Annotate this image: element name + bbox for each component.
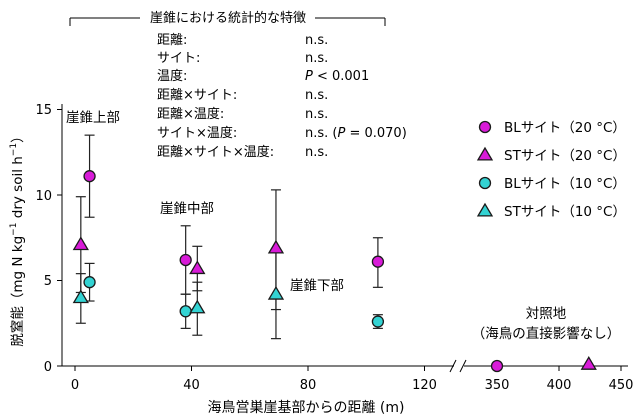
circle-point xyxy=(83,276,96,289)
x-tick-label: 80 xyxy=(300,378,317,393)
triangle-point xyxy=(72,289,89,304)
y-tick-label: 15 xyxy=(35,103,52,118)
y-tick-label: 10 xyxy=(35,189,52,204)
axis-break-mark xyxy=(449,359,457,373)
stats-factor: 距離: xyxy=(157,33,187,48)
x-tick-label: 450 xyxy=(609,378,634,393)
circle-point xyxy=(179,305,192,318)
triangle-point xyxy=(267,285,285,300)
annotation-lower: 崖錐下部 xyxy=(290,278,344,294)
stats-bracket xyxy=(69,8,386,26)
legend-label: STサイト（20 °C） xyxy=(504,148,626,164)
stats-factor: 距離×サイト×温度: xyxy=(157,144,274,160)
triangle-point xyxy=(72,236,89,251)
annotation-upper: 崖錐上部 xyxy=(66,110,120,126)
stats-result: n.s. xyxy=(305,51,328,66)
axis-break-mark xyxy=(459,359,467,373)
tick-labels: 0 5 10 15 0 40 80 120 350 400 450 xyxy=(35,103,633,393)
circle-point xyxy=(371,315,385,328)
stats-table: 距離: n.s. サイト: n.s. 温度: P < 0.001 距離×サイト:… xyxy=(157,33,407,160)
x-tick-label: 350 xyxy=(485,378,510,393)
circle-point xyxy=(83,170,96,183)
x-tick-label: 0 xyxy=(71,378,79,393)
triangle-point xyxy=(580,356,597,370)
stats-factor: 距離×温度: xyxy=(157,106,224,122)
annotation-control: 対照地 xyxy=(526,306,567,322)
circle-point xyxy=(371,255,385,268)
y-tick-label: 0 xyxy=(44,360,52,375)
legend-label: BLサイト（10 °C） xyxy=(504,176,626,192)
stats-result: n.s. xyxy=(305,145,328,160)
circle-point xyxy=(490,359,504,373)
x-axis-title: 海鳥営巣崖基部からの距離 (m) xyxy=(207,399,404,416)
data-markers xyxy=(72,170,597,373)
y-tick-label: 5 xyxy=(44,274,52,289)
y-axis-title: 脱窒能（mg N kg−1 dry soil h−1） xyxy=(9,129,26,346)
legend-marker xyxy=(478,120,492,134)
legend-label: BLサイト（20 °C） xyxy=(504,120,626,136)
circle-point xyxy=(179,253,192,267)
stats-result: n.s. xyxy=(305,107,328,122)
stats-factor: 距離×サイト: xyxy=(157,88,237,103)
error-bars xyxy=(75,134,383,340)
stats-factor: 温度: xyxy=(157,68,187,84)
legend-marker xyxy=(476,202,494,217)
stats-result: n.s. xyxy=(305,33,328,48)
triangle-point xyxy=(189,299,206,314)
stats-result: n.s. (P = 0.070) xyxy=(305,126,407,141)
stats-factor: サイト: xyxy=(157,51,200,66)
legend-marker xyxy=(478,176,492,190)
x-tick-label: 120 xyxy=(412,378,437,393)
legend: BLサイト（20 °C） STサイト（20 °C） BLサイト（10 °C） S… xyxy=(476,120,626,220)
annotations: 崖錐上部 崖錐中部 崖錐下部 対照地 （海鳥の直接影響なし） xyxy=(66,110,620,342)
triangle-point xyxy=(267,239,285,254)
annotation-middle: 崖錐中部 xyxy=(160,201,214,217)
x-tick-label: 400 xyxy=(547,378,572,393)
x-tick-label: 40 xyxy=(183,378,200,393)
legend-label: STサイト（10 °C） xyxy=(504,204,626,220)
triangle-point xyxy=(189,260,206,275)
stats-result: P < 0.001 xyxy=(305,69,369,84)
annotation-control-note: （海鳥の直接影響なし） xyxy=(472,325,621,342)
stats-factor: サイト×温度: xyxy=(157,125,237,141)
legend-marker xyxy=(476,146,494,161)
stats-header: 崖錐における統計的な特徴 xyxy=(150,10,306,26)
stats-result: n.s. xyxy=(305,88,328,103)
